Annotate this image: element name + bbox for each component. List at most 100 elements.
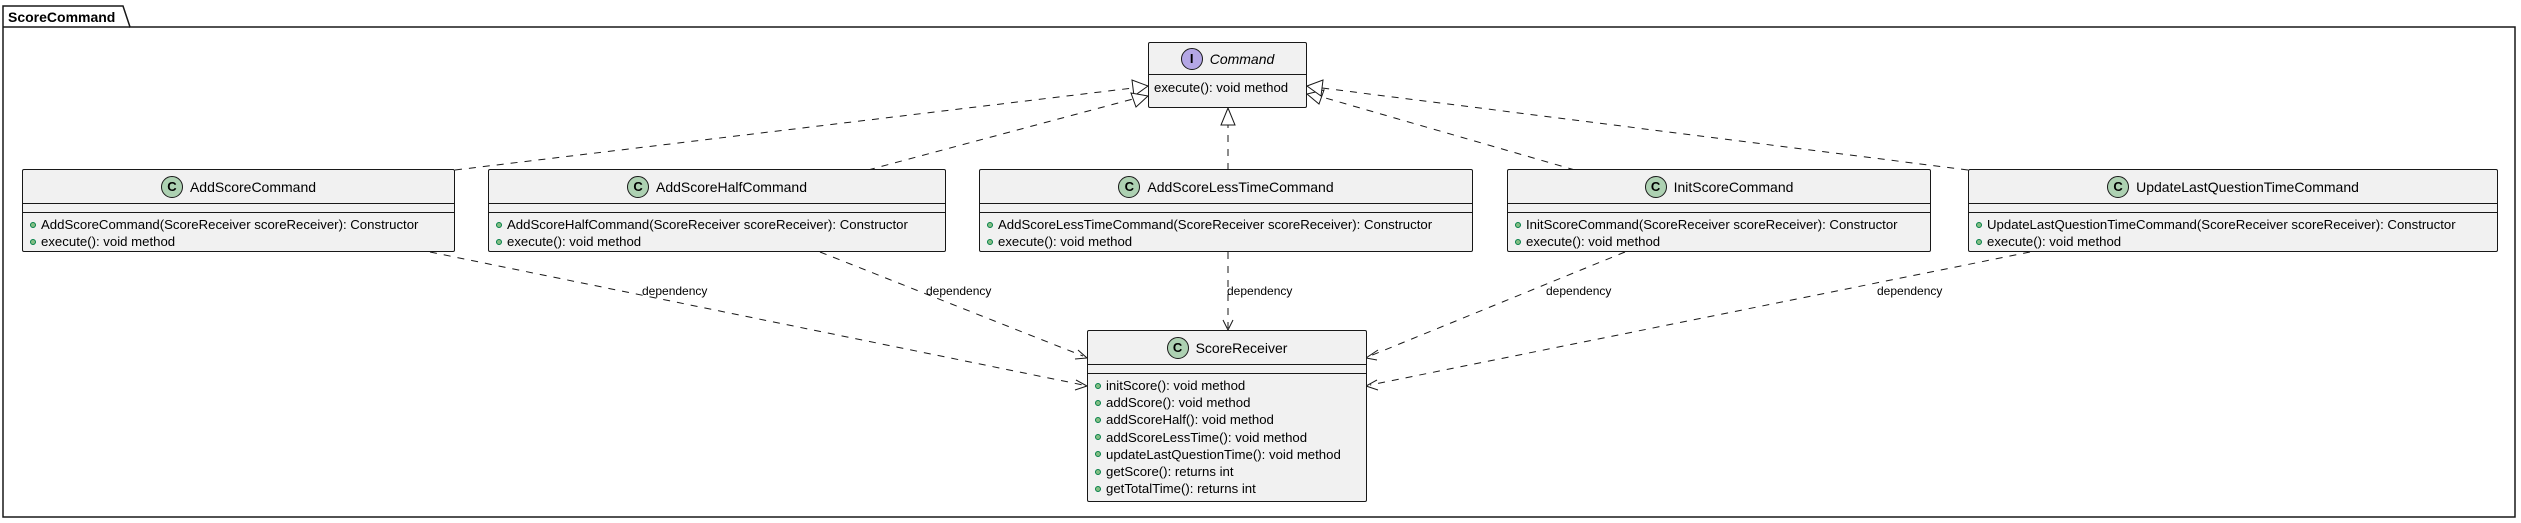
class-box-addscorelesstimecommand[interactable]: C AddScoreLessTimeCommand AddScoreLessTi… (979, 169, 1473, 252)
public-visibility-icon (30, 221, 36, 228)
class-box-initscorecommand[interactable]: C InitScoreCommand InitScoreCommand(Scor… (1507, 169, 1931, 252)
interface-stereotype-icon: I (1180, 47, 1203, 70)
class-methods: UpdateLastQuestionTimeCommand(ScoreRecei… (1969, 212, 2497, 253)
realization-arrowhead (1130, 92, 1150, 108)
class-methods: InitScoreCommand(ScoreReceiver scoreRece… (1508, 212, 1930, 253)
class-stereotype-icon: C (2107, 175, 2130, 198)
class-header: C UpdateLastQuestionTimeCommand (1969, 170, 2497, 203)
realization-edge-addscorehalf (867, 98, 1134, 171)
dependency-label-updatelastquestiontime: dependency (1877, 284, 1943, 298)
public-visibility-icon (1515, 221, 1521, 228)
public-visibility-icon (1095, 382, 1101, 389)
class-header: C ScoreReceiver (1088, 331, 1366, 364)
class-fields-divider (1508, 203, 1930, 212)
class-method: AddScoreLessTimeCommand(ScoreReceiver sc… (987, 216, 1467, 233)
class-method: InitScoreCommand(ScoreReceiver scoreRece… (1515, 216, 1925, 233)
class-header: C InitScoreCommand (1508, 170, 1930, 203)
dependency-edge-addscore (429, 251, 1084, 386)
dependency-label-addscore: dependency (642, 284, 708, 298)
class-methods: AddScoreHalfCommand(ScoreReceiver scoreR… (489, 212, 945, 253)
class-method: addScoreHalf(): void method (1095, 411, 1361, 428)
public-visibility-icon (987, 221, 993, 228)
class-box-updatelastquestiontimecommand[interactable]: C UpdateLastQuestionTimeCommand UpdateLa… (1968, 169, 2498, 252)
class-stereotype-icon: C (1644, 175, 1667, 198)
class-method: execute(): void method (1976, 233, 2492, 250)
package-frame: ScoreCommand (2, 5, 2516, 518)
class-method: initScore(): void method (1095, 377, 1361, 394)
class-name: ScoreReceiver (1195, 339, 1288, 356)
public-visibility-icon (987, 238, 993, 245)
public-visibility-icon (1976, 221, 1982, 228)
class-method: addScore(): void method (1095, 394, 1361, 411)
dependency-label-initscore: dependency (1546, 284, 1612, 298)
class-name: InitScoreCommand (1673, 178, 1794, 195)
class-box-scorereceiver[interactable]: C ScoreReceiver initScore(): void method… (1087, 330, 1367, 502)
dependency-edge-initscore (1369, 251, 1626, 357)
public-visibility-icon (1095, 468, 1101, 475)
class-methods: AddScoreCommand(ScoreReceiver scoreRecei… (23, 212, 454, 253)
class-header: C AddScoreHalfCommand (489, 170, 945, 203)
class-method: execute(): void method (496, 233, 940, 250)
class-name: AddScoreCommand (189, 178, 317, 195)
class-method: AddScoreHalfCommand(ScoreReceiver scoreR… (496, 216, 940, 233)
class-method: execute(): void method (1515, 233, 1925, 250)
realization-edge-updatelastquestiontime (1321, 87, 1969, 171)
class-fields-divider (1969, 203, 2497, 212)
class-method: execute(): void method (987, 233, 1467, 250)
class-method: addScoreLessTime(): void method (1095, 429, 1361, 446)
class-header: C AddScoreLessTimeCommand (980, 170, 1472, 203)
class-header: C AddScoreCommand (23, 170, 454, 203)
command-interface-box[interactable]: I Command execute(): void method (1148, 42, 1307, 108)
dependency-label-addscorelesstime: dependency (1227, 284, 1293, 298)
dependency-edge-addscorehalf (819, 251, 1084, 357)
class-stereotype-icon: C (1118, 175, 1141, 198)
public-visibility-icon (1515, 238, 1521, 245)
class-method: getTotalTime(): returns int (1095, 480, 1361, 497)
realization-arrowheads (1130, 79, 1325, 126)
class-box-addscorehalfcommand[interactable]: C AddScoreHalfCommand AddScoreHalfComman… (488, 169, 946, 252)
class-box-addscorecommand[interactable]: C AddScoreCommand AddScoreCommand(ScoreR… (22, 169, 455, 252)
realization-edge-addscore (454, 87, 1134, 171)
package-title: ScoreCommand (8, 9, 115, 25)
class-methods: initScore(): void method addScore(): voi… (1088, 373, 1366, 500)
public-visibility-icon (1095, 434, 1101, 441)
public-visibility-icon (496, 238, 502, 245)
realization-arrowhead (1220, 106, 1236, 126)
dependency-arrowhead (1074, 349, 1089, 360)
public-visibility-icon (496, 221, 502, 228)
class-methods: AddScoreLessTimeCommand(ScoreReceiver sc… (980, 212, 1472, 253)
dependency-edges (429, 251, 2031, 386)
public-visibility-icon (30, 238, 36, 245)
class-method: execute(): void method (30, 233, 449, 250)
realization-arrowhead (1131, 79, 1150, 97)
realization-edge-initscore (1321, 96, 1576, 171)
public-visibility-icon (1976, 238, 1982, 245)
class-fields-divider (1088, 364, 1366, 373)
class-stereotype-icon: C (160, 175, 183, 198)
public-visibility-icon (1095, 417, 1101, 423)
interface-methods: execute(): void method (1149, 74, 1306, 100)
dependency-label-addscorehalf: dependency (926, 284, 992, 298)
realization-arrowhead (1305, 79, 1324, 97)
class-method: UpdateLastQuestionTimeCommand(ScoreRecei… (1976, 216, 2492, 233)
interface-method: execute(): void method (1154, 80, 1289, 95)
class-name: UpdateLastQuestionTimeCommand (2136, 178, 2359, 195)
class-fields-divider (980, 203, 1472, 212)
dependency-edge-updatelastquestiontime (1369, 251, 2031, 386)
public-visibility-icon (1095, 451, 1101, 458)
class-fields-divider (23, 203, 454, 212)
command-interface-header: I Command (1149, 43, 1306, 74)
class-name: AddScoreHalfCommand (656, 178, 807, 195)
class-name: AddScoreLessTimeCommand (1147, 178, 1334, 195)
class-fields-divider (489, 203, 945, 212)
dependency-arrowhead (1364, 379, 1379, 391)
class-method: updateLastQuestionTime(): void method (1095, 446, 1361, 463)
class-stereotype-icon: C (627, 175, 650, 198)
class-method: getScore(): returns int (1095, 463, 1361, 480)
realization-edges (454, 87, 1969, 171)
dependency-arrowhead (1364, 349, 1379, 361)
interface-name: Command (1209, 50, 1275, 67)
class-stereotype-icon: C (1166, 336, 1189, 359)
public-visibility-icon (1095, 399, 1101, 406)
